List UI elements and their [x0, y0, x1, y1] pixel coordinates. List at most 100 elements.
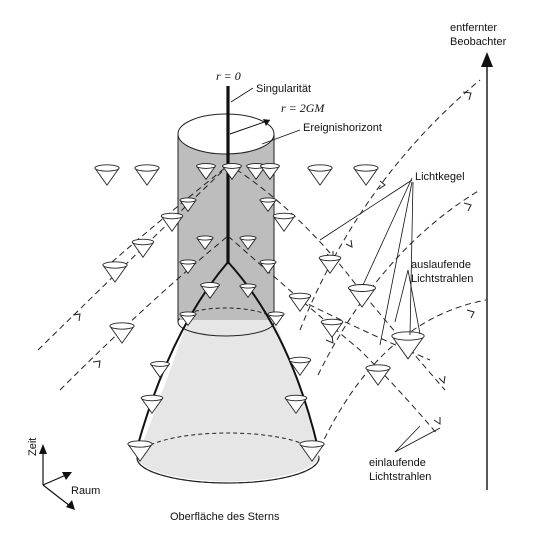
light-cone-body — [288, 359, 312, 376]
light-cone-body — [239, 285, 257, 299]
label-incoming-line2: Lichtstrahlen — [369, 471, 431, 483]
radius-arrow — [229, 119, 271, 135]
light-cone-body — [320, 321, 344, 338]
horizon-cylinder — [178, 134, 274, 320]
light-cone-body — [179, 199, 197, 213]
light-cone-top — [222, 163, 242, 169]
light-cone — [196, 235, 214, 251]
light-cone-top — [239, 283, 257, 289]
light-cone-top — [288, 292, 312, 300]
light-cone-top — [131, 238, 155, 246]
light-cone-top — [288, 356, 312, 364]
light-cone-top — [179, 259, 197, 265]
light-cone-top — [179, 311, 197, 317]
ray-left-2 — [59, 235, 229, 391]
ray-escape-1 — [299, 79, 481, 331]
ray-escape-2 — [317, 189, 481, 376]
light-cone-top — [134, 164, 160, 172]
light-cone-top — [179, 197, 197, 203]
light-cone-body — [348, 287, 376, 308]
light-cones — [94, 163, 425, 462]
light-cone — [259, 259, 277, 275]
star-surface-worldline-left — [136, 261, 229, 449]
light-cone-top — [320, 318, 344, 326]
light-cone-body — [353, 167, 379, 186]
light-cone — [259, 197, 277, 213]
leader-horizon — [261, 129, 301, 145]
light-cone — [109, 322, 135, 344]
light-cone — [94, 164, 120, 186]
light-cone-body — [196, 237, 214, 251]
light-cone — [160, 212, 184, 232]
light-cone-top — [272, 212, 296, 220]
light-cone-body — [200, 284, 220, 300]
star-body — [137, 318, 318, 482]
light-cone-body — [239, 237, 257, 251]
light-cone-body — [391, 335, 425, 360]
light-cone — [222, 163, 242, 181]
light-cone-body — [246, 165, 266, 181]
light-cone-top — [318, 254, 342, 262]
label-axis-space: Raum — [71, 485, 100, 497]
light-cone — [391, 331, 425, 360]
light-cone-body — [160, 215, 184, 232]
label-axis-time: Zeit — [27, 438, 39, 456]
light-cone-top — [109, 322, 135, 330]
light-cone-body — [259, 199, 277, 213]
light-cone-body — [260, 165, 280, 181]
light-cone-top — [353, 164, 379, 172]
light-cone-top — [94, 164, 120, 172]
leader-cone-4 — [409, 181, 414, 336]
label-singularity: Singularität — [256, 83, 311, 95]
light-cone-top — [284, 394, 308, 402]
light-cone-body — [288, 295, 312, 312]
light-cone-body — [284, 397, 308, 414]
label-observer-line2: Beobachter — [450, 36, 507, 48]
light-cone-body — [131, 241, 155, 258]
leader-cone-2 — [319, 179, 413, 241]
leader-singularity — [230, 87, 254, 103]
light-cone-body — [307, 167, 333, 186]
leader-incoming-1 — [394, 425, 421, 453]
light-cone — [299, 440, 325, 462]
label-incoming-line1: einlaufende — [369, 457, 426, 469]
light-cone-top — [365, 364, 391, 372]
star-surface-worldline-right — [227, 261, 319, 449]
leader-incoming-2 — [394, 427, 441, 453]
light-cone — [150, 361, 170, 379]
light-cone-top — [307, 164, 333, 172]
light-cone — [179, 311, 197, 327]
light-cone-top — [127, 440, 153, 448]
light-cone-top — [391, 331, 425, 341]
light-cone-body — [259, 261, 277, 275]
light-cone — [134, 164, 160, 186]
light-cone-top — [200, 282, 220, 288]
light-cone — [239, 283, 257, 299]
light-cone-body — [299, 443, 325, 462]
light-cone — [200, 282, 220, 300]
light-cone-body — [318, 257, 342, 274]
light-cone — [239, 235, 257, 251]
light-cone-top — [102, 261, 128, 269]
observer-arrow-head — [481, 52, 493, 67]
light-cone-top — [299, 440, 325, 448]
light-cone — [288, 292, 312, 312]
light-cone-top — [259, 197, 277, 203]
light-cone — [288, 356, 312, 376]
light-cone-top — [160, 212, 184, 220]
light-cone-top — [196, 235, 214, 241]
light-cone-body — [140, 397, 164, 414]
light-cone — [131, 238, 155, 258]
light-cone — [179, 197, 197, 213]
light-cone-body — [365, 367, 391, 386]
label-outgoing-line2: Lichtstrahlen — [411, 273, 473, 285]
light-cone — [140, 394, 164, 414]
leader-outgoing-1 — [394, 269, 409, 323]
label-surface: Oberfläche des Sterns — [170, 511, 280, 523]
leader-outgoing-2 — [407, 269, 421, 335]
leader-cone-3 — [379, 181, 413, 346]
light-cone-top — [239, 235, 257, 241]
light-cone-body — [94, 167, 120, 186]
